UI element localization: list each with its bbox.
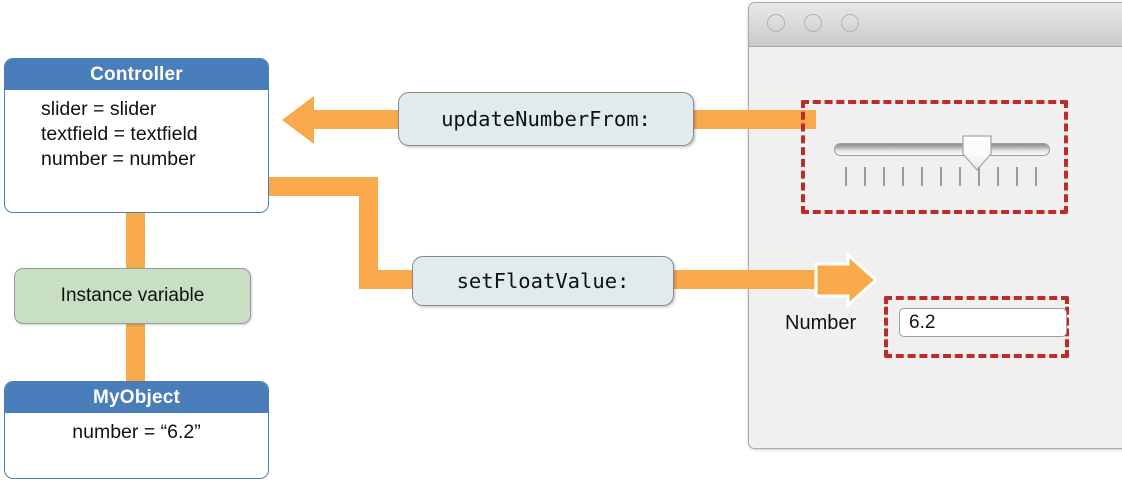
controller-header: Controller <box>5 59 268 90</box>
slider-control[interactable] <box>834 134 1050 190</box>
message-update-label: updateNumberFrom: <box>441 107 651 131</box>
minimize-dot-icon[interactable] <box>804 14 822 32</box>
slider-track[interactable] <box>834 143 1050 156</box>
number-input-value: 6.2 <box>909 311 936 333</box>
connector-setfloat-top <box>266 177 378 196</box>
slider-tick <box>883 167 885 186</box>
controller-class-box: Controller slider = slider textfield = t… <box>4 58 269 213</box>
myobject-class-box: MyObject number = “6.2” <box>4 381 269 479</box>
controller-line-0: slider = slider <box>41 98 157 120</box>
close-dot-icon[interactable] <box>767 14 785 32</box>
slider-tick <box>978 167 980 186</box>
slider-thumb[interactable] <box>962 135 992 171</box>
myobject-line-0: number = “6.2” <box>72 421 201 443</box>
slider-tick <box>864 167 866 186</box>
connector-setfloat-shaft-right <box>672 270 824 289</box>
controller-line-2: number = number <box>41 148 196 170</box>
connector-update-shaft-right <box>676 110 816 129</box>
connector-setfloat-bottom <box>359 270 419 289</box>
slider-tick <box>1035 167 1037 186</box>
highlight-slider-region <box>801 100 1068 214</box>
app-window <box>748 2 1122 449</box>
slider-tick <box>1016 167 1018 186</box>
message-set-float-value: setFloatValue: <box>412 256 674 306</box>
connector-setfloat-vertical <box>359 177 378 289</box>
number-field-label: Number <box>785 312 857 334</box>
message-update-number-from: updateNumberFrom: <box>398 92 694 146</box>
slider-tick <box>921 167 923 186</box>
controller-line-1: textfield = textfield <box>41 123 198 145</box>
myobject-header: MyObject <box>5 382 268 413</box>
arrowhead-left-icon <box>282 96 314 144</box>
connector-update-shaft-left <box>310 110 410 129</box>
slider-tick-marks <box>834 167 1050 187</box>
window-titlebar[interactable] <box>749 3 1122 47</box>
myobject-body: number = “6.2” <box>5 413 268 452</box>
number-input[interactable]: 6.2 <box>899 308 1067 337</box>
controller-body: slider = slider textfield = textfield nu… <box>5 90 268 179</box>
instance-variable-box: Instance variable <box>14 268 251 324</box>
slider-tick <box>959 167 961 186</box>
slider-tick <box>997 167 999 186</box>
arrowhead-right-icon <box>814 251 879 309</box>
instance-variable-label: Instance variable <box>60 285 205 306</box>
message-setfloat-label: setFloatValue: <box>456 269 630 293</box>
slider-tick <box>940 167 942 186</box>
highlight-number-region <box>884 296 1069 358</box>
zoom-dot-icon[interactable] <box>841 14 859 32</box>
slider-tick <box>845 167 847 186</box>
slider-tick <box>902 167 904 186</box>
